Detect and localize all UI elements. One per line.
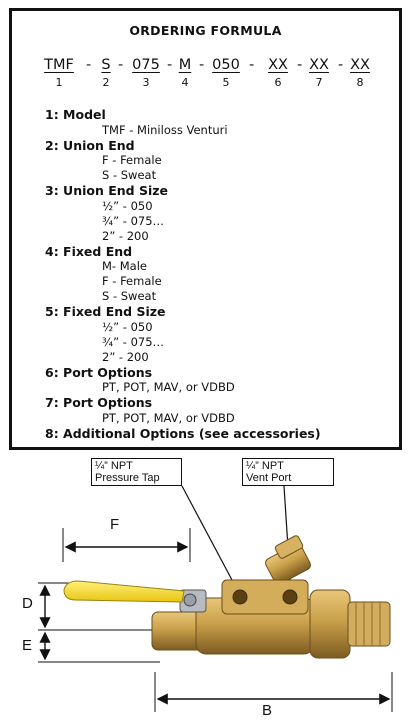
pressure-tap-leader: [181, 485, 241, 597]
segment-separator: -: [338, 57, 344, 73]
male-thread-end: [347, 601, 391, 647]
segment-number: 6: [274, 76, 282, 89]
callout-line: ¼” NPT: [95, 460, 133, 472]
formula-segment: XX 6: [264, 57, 292, 89]
section-fixed-end: 4: Fixed End M- Male F - Female S - Swea…: [45, 244, 395, 305]
section-title: 3: Union End Size: [45, 183, 168, 198]
segment-separator: -: [86, 57, 92, 73]
section-option: S - Sweat: [102, 168, 157, 182]
dimension-d-label: D: [22, 595, 33, 612]
port-block: [221, 579, 309, 615]
formula-segment: XX 7: [305, 57, 333, 89]
segment-separator: -: [118, 57, 124, 73]
section-title: 5: Fixed End Size: [45, 304, 166, 319]
segment-number: 8: [356, 76, 364, 89]
segment-code: M: [178, 57, 192, 73]
section-title: 6: Port Options: [45, 364, 153, 380]
venturi-valve: [63, 535, 391, 659]
segment-separator: -: [199, 57, 205, 73]
formula-sections: 1: Model TMF - Miniloss Venturi 2: Union…: [45, 107, 395, 441]
formula-code-row: TMF 1 - S 2 - 075 3 - M 4 - 050 5 - XX 6…: [12, 57, 399, 97]
section-option: ½” - 050: [102, 198, 153, 213]
pressure-tap-callout: ¼” NPT Pressure Tap: [91, 458, 182, 486]
valve-illustration: [38, 485, 393, 712]
pressure-tap-port: [232, 589, 248, 605]
section-option: M- Male: [102, 259, 147, 273]
handle-nut: [183, 593, 197, 607]
ordering-formula-title: ORDERING FORMULA: [129, 23, 282, 38]
section-port-options-7: 7: Port Options PT, POT, MAV, or VDBD: [45, 395, 395, 426]
section-option: ¾” - 075…: [102, 334, 165, 349]
segment-code: XX: [268, 57, 288, 73]
vent-port: [282, 589, 298, 605]
dimension-f-label: F: [110, 516, 120, 533]
section-title: 4: Fixed End: [45, 243, 133, 259]
valve-diagram: ¼” NPT Pressure Tap ¼” NPT Vent Port: [0, 450, 417, 720]
segment-code: 075: [132, 57, 160, 73]
section-option: ½” - 050: [102, 319, 153, 334]
dimension-e-label: E: [22, 637, 33, 654]
section-option: 2” - 200: [102, 228, 149, 243]
section-option: F - Female: [102, 153, 162, 167]
callout-line: ¼” NPT: [246, 460, 284, 472]
formula-segment: 050 5: [209, 57, 243, 89]
vent-port-callout: ¼” NPT Vent Port: [242, 458, 334, 486]
dimension-b-label: B: [262, 702, 273, 719]
vent-cap: [274, 535, 304, 559]
section-union-end-size: 3: Union End Size ½” - 050 ¾” - 075… 2” …: [45, 183, 395, 244]
section-model: 1: Model TMF - Miniloss Venturi: [45, 107, 395, 138]
segment-separator: -: [167, 57, 173, 73]
section-port-options-6: 6: Port Options PT, POT, MAV, or VDBD: [45, 365, 395, 396]
ordering-formula-box: ORDERING FORMULA TMF 1 - S 2 - 075 3 - M…: [9, 8, 402, 450]
segment-code: TMF: [44, 57, 74, 73]
formula-segment: TMF 1: [40, 57, 78, 89]
section-title: 1: Model: [45, 107, 106, 122]
segment-code: XX: [309, 57, 329, 73]
section-title: 7: Port Options: [45, 395, 153, 410]
segment-number: 5: [222, 76, 230, 89]
section-title: 2: Union End: [45, 137, 135, 153]
section-option: PT, POT, MAV, or VDBD: [102, 410, 235, 425]
section-option: TMF - Miniloss Venturi: [102, 122, 228, 137]
segment-code: S: [101, 57, 111, 73]
segment-separator: -: [297, 57, 303, 73]
section-option: F - Female: [102, 274, 162, 288]
segment-code: 050: [212, 57, 240, 73]
callout-line: Vent Port: [246, 472, 292, 484]
section-option: PT, POT, MAV, or VDBD: [102, 380, 235, 394]
callout-line: Pressure Tap: [95, 472, 160, 484]
segment-number: 1: [55, 76, 63, 89]
formula-segment: 075 3: [129, 57, 163, 89]
union-nut: [309, 589, 351, 659]
formula-segment: S 2: [98, 57, 114, 89]
formula-segment: M 4: [176, 57, 194, 89]
segment-number: 3: [142, 76, 150, 89]
segment-separator: -: [249, 57, 255, 73]
segment-number: 7: [315, 76, 323, 89]
segment-number: 2: [102, 76, 110, 89]
section-union-end: 2: Union End F - Female S - Sweat: [45, 138, 395, 184]
section-fixed-end-size: 5: Fixed End Size ½” - 050 ¾” - 075… 2” …: [45, 304, 395, 365]
section-additional-options: 8: Additional Options (see accessories): [45, 426, 395, 442]
segment-code: XX: [350, 57, 370, 73]
yellow-handle: [63, 580, 185, 603]
segment-number: 4: [181, 76, 189, 89]
section-option: S - Sweat: [102, 289, 157, 303]
section-option: 2” - 200: [102, 349, 149, 364]
formula-segment: XX 8: [346, 57, 374, 89]
section-option: ¾” - 075…: [102, 213, 165, 228]
section-title: 8: Additional Options (see accessories): [45, 425, 321, 441]
